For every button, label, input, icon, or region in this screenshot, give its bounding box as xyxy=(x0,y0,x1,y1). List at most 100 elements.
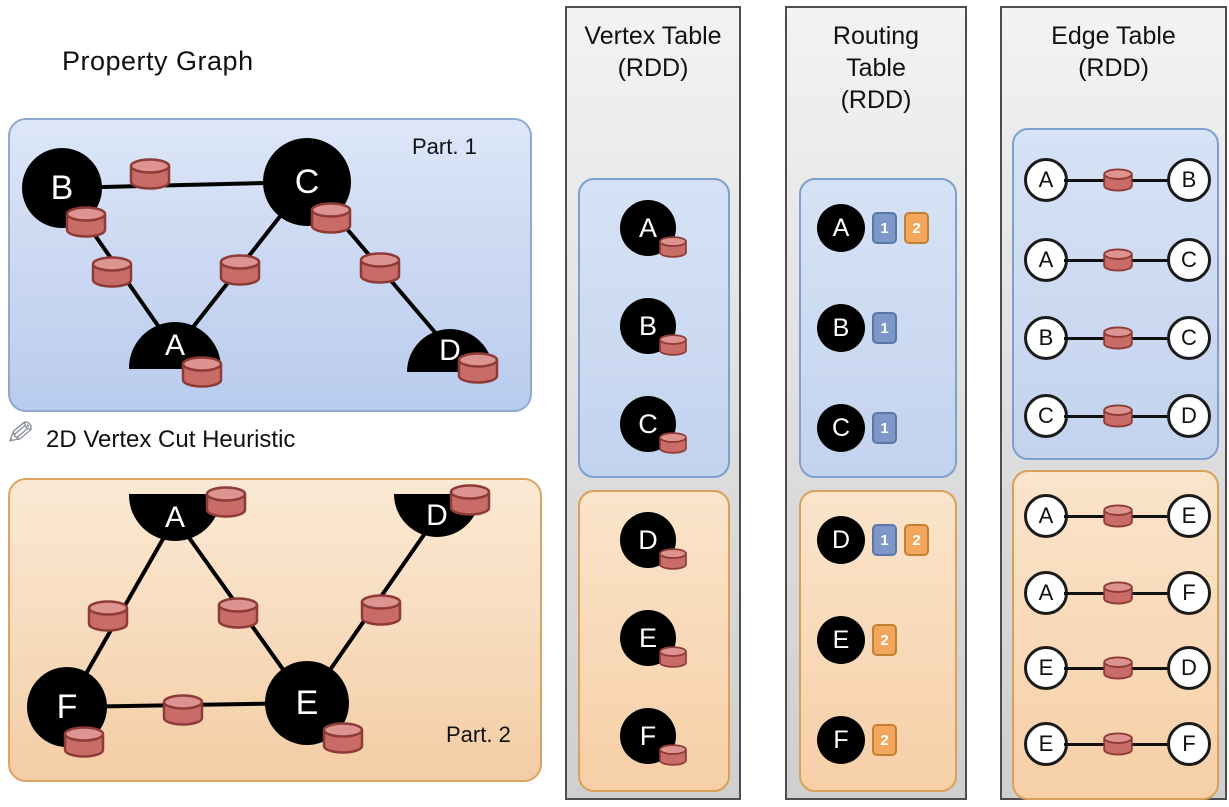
edge-dst-vertex: E xyxy=(1167,494,1211,538)
partition-ref-badge-blue: 1 xyxy=(872,212,897,244)
edge-row: A E xyxy=(1024,490,1211,542)
routing-vertex: F xyxy=(817,716,865,764)
partition-ref-badge-blue: 1 xyxy=(872,312,897,344)
edge-dst-vertex: B xyxy=(1167,158,1211,202)
vertex-property-cylinder-icon xyxy=(309,202,353,234)
vertex-table-item: C xyxy=(620,396,716,456)
edge-row: B C xyxy=(1024,312,1211,364)
edge-property-cylinder-icon xyxy=(1102,404,1134,428)
vertex-property-cylinder-icon xyxy=(658,646,688,668)
edge-property-cylinder-icon xyxy=(1102,168,1134,192)
vertex-table-item: F xyxy=(620,708,716,768)
vertex-property-cylinder-icon xyxy=(456,352,500,384)
partition-ref-badge-orange: 2 xyxy=(872,724,897,756)
vertex-property-cylinder-icon xyxy=(448,484,492,516)
vertex-property-cylinder-icon xyxy=(204,486,248,518)
vertex-property-cylinder-icon xyxy=(658,236,688,258)
vertex-table-item: D xyxy=(620,512,716,572)
edge-property-cylinder-icon xyxy=(90,256,134,288)
vertex-table-partition-2-box: D E F xyxy=(578,490,730,792)
edge-table-title: Edge Table xyxy=(1051,22,1176,50)
routing-table-partition-2-box: D 1 2 E 2 F 2 xyxy=(799,490,957,792)
edge-src-vertex: A xyxy=(1024,494,1068,538)
edge-property-cylinder-icon xyxy=(86,600,130,632)
vertex-table-item: E xyxy=(620,610,716,670)
edge-src-vertex: A xyxy=(1024,238,1068,282)
routing-vertex: B xyxy=(817,304,865,352)
edge-property-cylinder-icon xyxy=(1102,248,1134,272)
vertex-property-cylinder-icon xyxy=(62,726,106,758)
edge-row: A C xyxy=(1024,234,1211,286)
vertex-circle: C xyxy=(620,396,676,452)
pencil-icon: ✎ xyxy=(0,416,39,448)
partition-ref-badge-blue: 1 xyxy=(872,524,897,556)
vertex-property-cylinder-icon xyxy=(658,744,688,766)
partition-ref-badge-orange: 2 xyxy=(904,524,929,556)
partition-ref-badge-blue: 1 xyxy=(872,412,897,444)
edge-table-partition-1-box: A B A C B C C D xyxy=(1012,128,1219,460)
edge-dst-vertex: F xyxy=(1167,571,1211,615)
routing-table-title-2: Table xyxy=(846,54,906,82)
routing-vertex: D xyxy=(817,516,865,564)
vertex-table-title: Vertex Table xyxy=(584,22,722,50)
partition-2-label: Part. 2 xyxy=(446,722,511,747)
edge-row: C D xyxy=(1024,390,1211,442)
routing-row: A 1 2 xyxy=(817,204,929,252)
vertex-property-cylinder-icon xyxy=(658,334,688,356)
edge-property-cylinder-icon xyxy=(1102,326,1134,350)
vertex-table-partition-1-box: A B C xyxy=(578,178,730,478)
vertex-table-panel: Vertex Table (RDD) A B C D E xyxy=(565,6,741,800)
edge-property-cylinder-icon xyxy=(1102,656,1134,680)
vertex-table-item: B xyxy=(620,298,716,358)
edge-dst-vertex: D xyxy=(1167,646,1211,690)
routing-row: D 1 2 xyxy=(817,516,929,564)
routing-vertex: E xyxy=(817,616,865,664)
vertex-property-cylinder-icon xyxy=(658,432,688,454)
routing-table-partition-1-box: A 1 2 B 1 C 1 xyxy=(799,178,957,478)
edge-row: A B xyxy=(1024,154,1211,206)
edge-property-cylinder-icon xyxy=(216,597,260,629)
vertex-property-cylinder-icon xyxy=(321,722,365,754)
edge-property-cylinder-icon xyxy=(358,252,402,284)
routing-table-title-3: (RDD) xyxy=(840,86,912,114)
vertex-cut-label: 2D Vertex Cut Heuristic xyxy=(46,426,296,453)
routing-row: C 1 xyxy=(817,404,897,452)
routing-row: B 1 xyxy=(817,304,897,352)
edge-row: E F xyxy=(1024,718,1211,770)
vertex-property-cylinder-icon xyxy=(658,548,688,570)
vertex-table-item: A xyxy=(620,200,716,260)
edge-src-vertex: B xyxy=(1024,316,1068,360)
routing-vertex: C xyxy=(817,404,865,452)
edge-src-vertex: A xyxy=(1024,158,1068,202)
edge-property-cylinder-icon xyxy=(218,254,262,286)
routing-table-title-1: Routing xyxy=(832,22,920,50)
edge-src-vertex: C xyxy=(1024,394,1068,438)
property-graph-title: Property Graph xyxy=(62,46,254,76)
routing-vertex: A xyxy=(817,204,865,252)
partition-1-label: Part. 1 xyxy=(412,134,477,159)
edge-src-vertex: E xyxy=(1024,722,1068,766)
routing-table-panel: Routing Table (RDD) A 1 2 B 1 C 1 D 1 xyxy=(785,6,967,800)
edge-src-vertex: A xyxy=(1024,571,1068,615)
edge-row: A F xyxy=(1024,567,1211,619)
edge-property-cylinder-icon xyxy=(1102,732,1134,756)
edge-property-cylinder-icon xyxy=(359,594,403,626)
edge-dst-vertex: F xyxy=(1167,722,1211,766)
edge-table-partition-2-box: A E A F E D E F xyxy=(1012,470,1219,800)
edge-src-vertex: E xyxy=(1024,646,1068,690)
edge-dst-vertex: C xyxy=(1167,316,1211,360)
edge-row: E D xyxy=(1024,642,1211,694)
edge-table-subtitle: (RDD) xyxy=(1078,54,1149,82)
vertex-property-cylinder-icon xyxy=(64,206,108,238)
edge-property-cylinder-icon xyxy=(1102,504,1134,528)
edge-property-cylinder-icon xyxy=(128,158,172,190)
property-graph-panel: Property Graph Part. 1 Part. 2 B C A D xyxy=(0,0,545,807)
vertex-property-cylinder-icon xyxy=(180,356,224,388)
routing-row: F 2 xyxy=(817,716,897,764)
edge-table-panel: Edge Table (RDD) A B A C B C xyxy=(1000,6,1227,800)
routing-row: E 2 xyxy=(817,616,897,664)
partition-ref-badge-orange: 2 xyxy=(904,212,929,244)
edge-property-cylinder-icon xyxy=(161,694,205,726)
partition-ref-badge-orange: 2 xyxy=(872,624,897,656)
